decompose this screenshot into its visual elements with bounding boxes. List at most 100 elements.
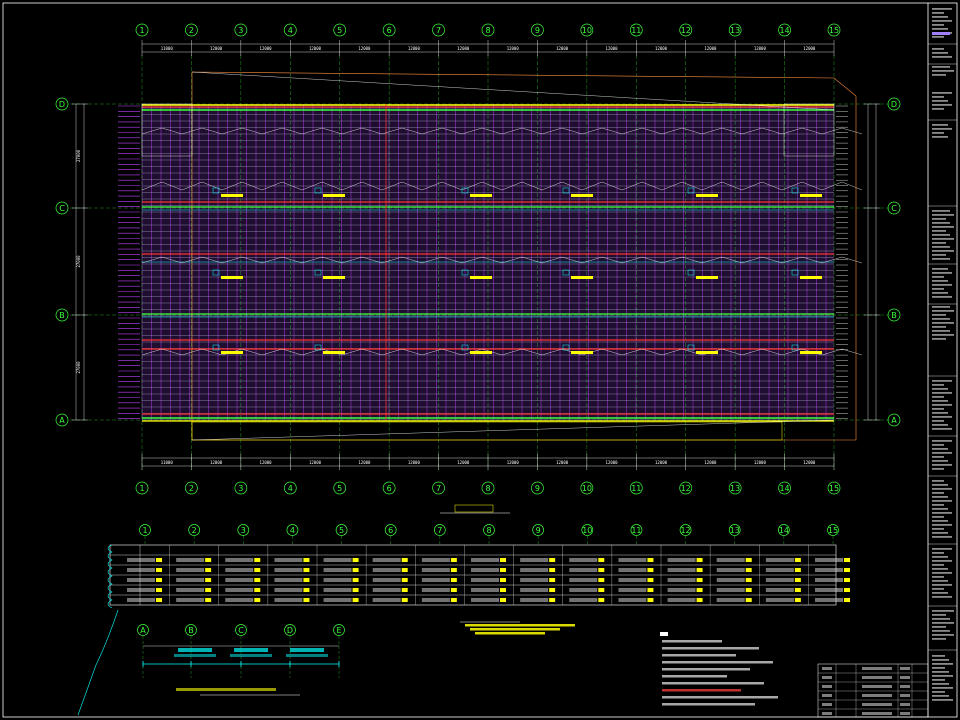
table-cell-marker [205, 568, 212, 572]
title-block-text [932, 630, 950, 632]
title-block-text [932, 512, 952, 514]
title-block-text [932, 520, 948, 522]
node-tag [470, 276, 492, 279]
title-block-text [932, 104, 952, 106]
dimension-value: 27000 [76, 361, 81, 374]
axis-bubble-label: 3 [241, 526, 246, 535]
corner-box [783, 103, 835, 157]
title-block-text [932, 663, 953, 665]
axis-bubble [185, 481, 198, 495]
title-block-text [932, 564, 944, 566]
table-cell-fill [716, 568, 745, 572]
table-cell-fill [176, 568, 205, 572]
title-block-text [932, 679, 945, 681]
title-block-text [932, 428, 952, 430]
node-marker [562, 269, 570, 276]
table-cell-marker [696, 558, 703, 562]
title-block-text [932, 580, 948, 582]
table-cell-fill [716, 578, 745, 582]
axis-bubble [728, 481, 742, 495]
axis-bubble-label: A [891, 416, 897, 425]
table-cell-marker [745, 558, 752, 562]
table-cell-fill [520, 588, 549, 592]
title-block-text [932, 536, 952, 538]
title-block-text [932, 66, 950, 68]
axis-bubble-label: 11 [631, 526, 641, 535]
node-marker [791, 187, 799, 194]
node-tag [221, 194, 243, 197]
table-cell-fill [667, 588, 696, 592]
table-cell-marker [794, 598, 801, 602]
node-marker [791, 269, 799, 276]
table-cell-marker [794, 568, 801, 572]
title-block-text [932, 296, 952, 298]
axis-bubble-label: 2 [189, 26, 194, 35]
title-block-text [932, 254, 946, 256]
axis-bubble [135, 481, 149, 495]
axis-bubble [481, 23, 495, 37]
table-cell-fill [471, 588, 499, 592]
notes-block [660, 632, 778, 706]
axis-bubble [531, 481, 544, 495]
dimension-value: 11000 [161, 46, 174, 51]
note-line [662, 675, 727, 678]
axis-bubble [481, 481, 495, 495]
node-tag [571, 276, 593, 279]
legend-cell [822, 685, 832, 688]
note-line [662, 668, 750, 671]
table-cell-marker [647, 558, 654, 562]
title-block-text [932, 306, 950, 308]
table-cell-fill [421, 568, 450, 572]
axis-bubble [283, 23, 297, 37]
title-block-text [932, 568, 948, 570]
table-cell-marker [844, 588, 850, 592]
title-block-text [932, 384, 944, 386]
table-cell-marker [844, 578, 850, 582]
plan-title-box [454, 504, 494, 513]
title-block-text [932, 404, 952, 406]
table-cell-marker [450, 598, 457, 602]
section-label [286, 654, 328, 657]
table-cell-fill [815, 578, 843, 582]
dimension-lines: 1100011000120001200012000120001200012000… [72, 40, 880, 514]
legend-cell [862, 694, 892, 697]
table-cell-fill [716, 558, 745, 562]
node-marker [687, 187, 695, 194]
node-tag [696, 276, 718, 279]
title-block-text [932, 691, 945, 693]
title-block-text [932, 626, 946, 628]
title-block-text [932, 242, 946, 244]
note-line [662, 682, 764, 685]
axis-bubble [55, 97, 69, 111]
axis-bubble [887, 413, 901, 427]
node-marker [314, 344, 322, 351]
table-cell-marker [352, 588, 359, 592]
node-marker [461, 269, 469, 276]
table-cell-fill [421, 578, 450, 582]
title-block-text [932, 444, 944, 446]
table-cell-marker [303, 568, 310, 572]
table-cell-fill [716, 588, 745, 592]
title-block-text [932, 330, 950, 332]
title-block-text [932, 52, 948, 54]
title-block-text [932, 524, 952, 526]
axis-bubble [234, 23, 248, 37]
title-block [928, 8, 957, 701]
node-marker [212, 344, 220, 351]
table-cell-marker [794, 558, 801, 562]
node-tag [323, 351, 345, 354]
corner-box [141, 103, 193, 157]
title-block-text [932, 292, 948, 294]
axis-bubble [234, 481, 248, 495]
dimension-value: 12000 [507, 46, 520, 51]
legend-cell [900, 685, 910, 688]
table-cell-marker [500, 558, 506, 562]
title-block-text [932, 132, 944, 134]
table-cell-marker [450, 568, 457, 572]
table-cell-marker [254, 598, 261, 602]
axis-bubble [580, 23, 594, 37]
note-line [662, 640, 722, 643]
table-cell-fill [618, 578, 647, 582]
axis-bubble [827, 524, 839, 536]
title-block-text [932, 388, 948, 390]
